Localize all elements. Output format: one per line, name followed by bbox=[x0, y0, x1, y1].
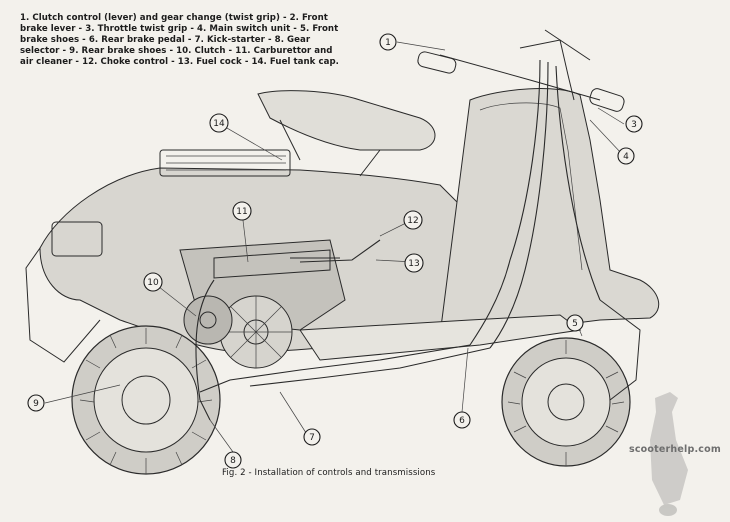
svg-text:14: 14 bbox=[213, 119, 225, 129]
watermark-scooter-icon bbox=[650, 392, 688, 516]
callout-5: 5 bbox=[566, 314, 584, 332]
callout-14: 14 bbox=[209, 113, 229, 133]
legend-item-11: 11. Carburettor and air cleaner - bbox=[20, 45, 333, 67]
svg-text:6: 6 bbox=[459, 416, 465, 426]
callout-9: 9 bbox=[27, 394, 45, 412]
callout-11: 11 bbox=[232, 201, 252, 221]
svg-text:9: 9 bbox=[33, 399, 39, 409]
svg-text:8: 8 bbox=[230, 456, 236, 466]
legend: 1. Clutch control (lever) and gear chang… bbox=[20, 13, 342, 68]
svg-text:4: 4 bbox=[623, 152, 629, 162]
callout-13: 13 bbox=[404, 253, 424, 273]
callout-8: 8 bbox=[224, 451, 242, 469]
callout-12: 12 bbox=[403, 210, 423, 230]
legend-item-6: 6. Rear brake pedal - bbox=[88, 34, 195, 45]
svg-text:7: 7 bbox=[309, 433, 315, 443]
svg-text:1: 1 bbox=[385, 38, 391, 48]
legend-item-8: 8. Gear selector - bbox=[20, 34, 311, 56]
svg-text:13: 13 bbox=[408, 259, 419, 269]
callout-3: 3 bbox=[625, 115, 643, 133]
legend-item-3: 3. Throttle twist grip - bbox=[85, 23, 198, 34]
legend-item-12: 12. Choke control - bbox=[82, 56, 178, 67]
legend-item-9: 9. Rear brake shoes - bbox=[69, 45, 177, 56]
callout-1: 1 bbox=[379, 33, 397, 51]
legend-item-1: 1. Clutch control (lever) and gear chang… bbox=[20, 13, 290, 23]
legend-item-7: 7. Kick-starter - bbox=[194, 34, 275, 45]
svg-text:5: 5 bbox=[572, 319, 578, 329]
svg-text:12: 12 bbox=[407, 216, 418, 226]
legend-item-14: 14. Fuel tank cap. bbox=[251, 56, 339, 67]
legend-item-5: 5. Front brake shoes - bbox=[20, 23, 339, 45]
watermark-text: scooterhelp.com bbox=[629, 444, 721, 455]
callout-4: 4 bbox=[617, 147, 635, 165]
legend-item-10: 10. Clutch - bbox=[176, 45, 236, 56]
scooter-body-illustration bbox=[25, 29, 660, 475]
svg-text:11: 11 bbox=[236, 207, 247, 217]
svg-text:3: 3 bbox=[631, 120, 637, 130]
legend-item-4: 4. Main switch unit - bbox=[197, 23, 300, 34]
callout-6: 6 bbox=[453, 411, 471, 429]
legend-item-2: 2. Front brake lever - bbox=[20, 13, 328, 34]
callout-10: 10 bbox=[143, 272, 163, 292]
figure-caption: Fig. 2 - Installation of controls and tr… bbox=[222, 468, 436, 478]
callouts: 1 3 4 5 6 7 8 9 10 11 12 bbox=[27, 33, 643, 469]
callout-7: 7 bbox=[303, 428, 321, 446]
legend-item-13: 13. Fuel cock - bbox=[177, 56, 252, 67]
svg-text:10: 10 bbox=[147, 278, 159, 288]
